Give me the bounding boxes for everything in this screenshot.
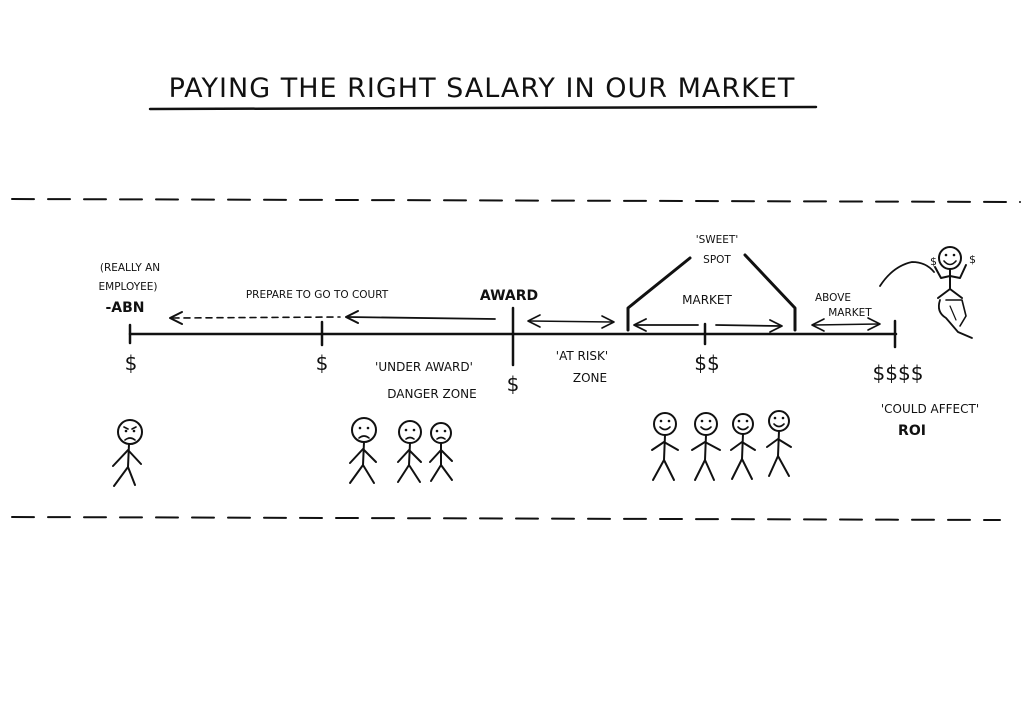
sad-stick-figure-3	[429, 422, 453, 482]
at-risk-arrowhead-left-icon	[527, 314, 541, 328]
dollar-award: $	[507, 372, 520, 396]
at-risk-arrowhead-right-icon	[601, 315, 615, 329]
market-arrowhead-right-icon	[769, 319, 783, 333]
dollar-above-market: $$$$	[873, 361, 924, 385]
dollar-icon-left: $	[930, 255, 937, 268]
dollar-market: $$	[694, 351, 719, 375]
market-arrow-right	[715, 324, 781, 327]
above-market-arrowhead-left-icon	[811, 318, 825, 332]
abn-note-line1: (Really an	[100, 262, 160, 274]
under-award-label: 'Under Award'	[375, 360, 473, 374]
happy-stick-figure-1	[651, 412, 679, 481]
court-arrow-dashed	[172, 316, 341, 319]
diagram-title: Paying The Right Salary In Our Market	[169, 73, 796, 104]
sweet-spot-left-bracket	[626, 256, 692, 332]
could-affect-label: 'Could affect'	[881, 402, 979, 416]
sweet-spot-right-bracket	[743, 253, 797, 332]
title-underline	[148, 105, 818, 111]
celebrating-stick-figure: $ $	[879, 246, 976, 339]
award-label: Award	[480, 288, 538, 304]
prepare-court-label: Prepare to go to court	[246, 289, 389, 301]
happy-stick-figure-4	[766, 410, 792, 477]
above-market-line2: market	[828, 307, 872, 319]
court-arrow-head-icon	[345, 310, 359, 324]
abn-label: -ABN	[105, 300, 144, 316]
above-market-arrowhead-right-icon	[867, 317, 881, 331]
dollar-icon-right: $	[969, 253, 976, 266]
above-market-line1: Above	[815, 292, 851, 304]
sweet-label-line1: 'Sweet'	[696, 234, 739, 246]
court-arrowhead-icon	[169, 311, 183, 325]
sad-stick-figure-1	[349, 417, 377, 484]
above-market-arrow	[813, 323, 879, 326]
happy-stick-figure-2	[691, 412, 721, 481]
top-dashed-divider	[11, 198, 1021, 203]
happy-stick-figure-3	[730, 413, 756, 480]
dollar-under-award: $	[316, 351, 329, 375]
angry-stick-figure	[112, 419, 143, 487]
sad-stick-figure-2	[397, 420, 422, 483]
dollar-abn: $	[125, 351, 138, 375]
court-arrow-solid	[347, 316, 496, 320]
roi-label: ROI	[898, 423, 926, 439]
market-arrowhead-left-icon	[633, 318, 647, 332]
at-risk-label-line2: zone	[573, 371, 607, 385]
bottom-dashed-divider	[11, 516, 1001, 521]
abn-note-line2: Employee)	[99, 281, 158, 293]
sweet-label-line2: spot	[703, 254, 731, 266]
danger-zone-label: Danger zone	[387, 387, 476, 401]
market-label: Market	[682, 293, 732, 307]
at-risk-label-line1: 'At risk'	[556, 349, 608, 363]
at-risk-arrow	[529, 320, 613, 323]
